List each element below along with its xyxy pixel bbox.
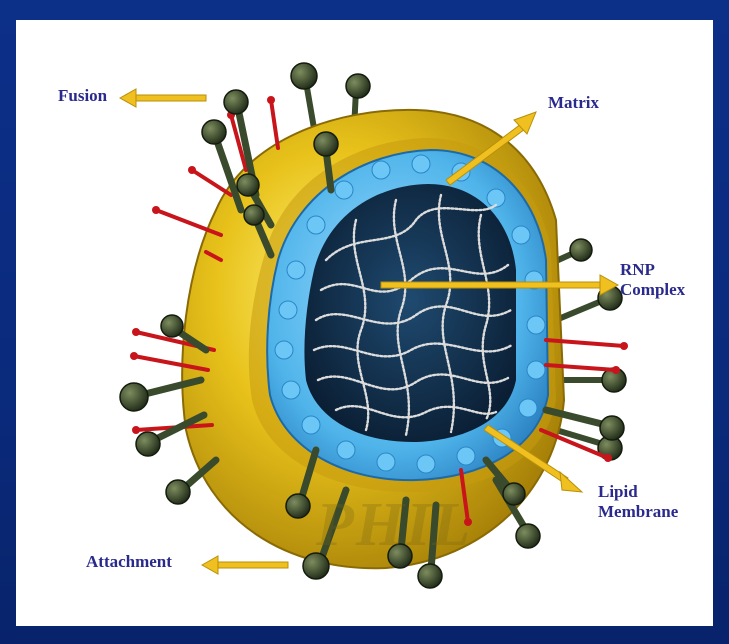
rnp-label-line2: Complex (620, 280, 700, 300)
attachment-arrow (202, 556, 288, 574)
rnp-label-line1: RNP (620, 260, 700, 280)
rnp-complex-label: RNP Complex (620, 260, 700, 300)
lipid-label-line2: Membrane (598, 502, 688, 522)
diagram-panel: PHIL Fusion Matrix RNP Complex Lipid Mem… (16, 20, 713, 626)
attachment-label: Attachment (86, 552, 172, 572)
lipid-membrane-label: Lipid Membrane (598, 482, 688, 522)
matrix-label: Matrix (548, 93, 599, 113)
lipid-label-line1: Lipid (598, 482, 688, 502)
fusion-arrow (120, 89, 206, 107)
fusion-label: Fusion (58, 86, 107, 106)
phil-watermark: PHIL (316, 490, 472, 561)
